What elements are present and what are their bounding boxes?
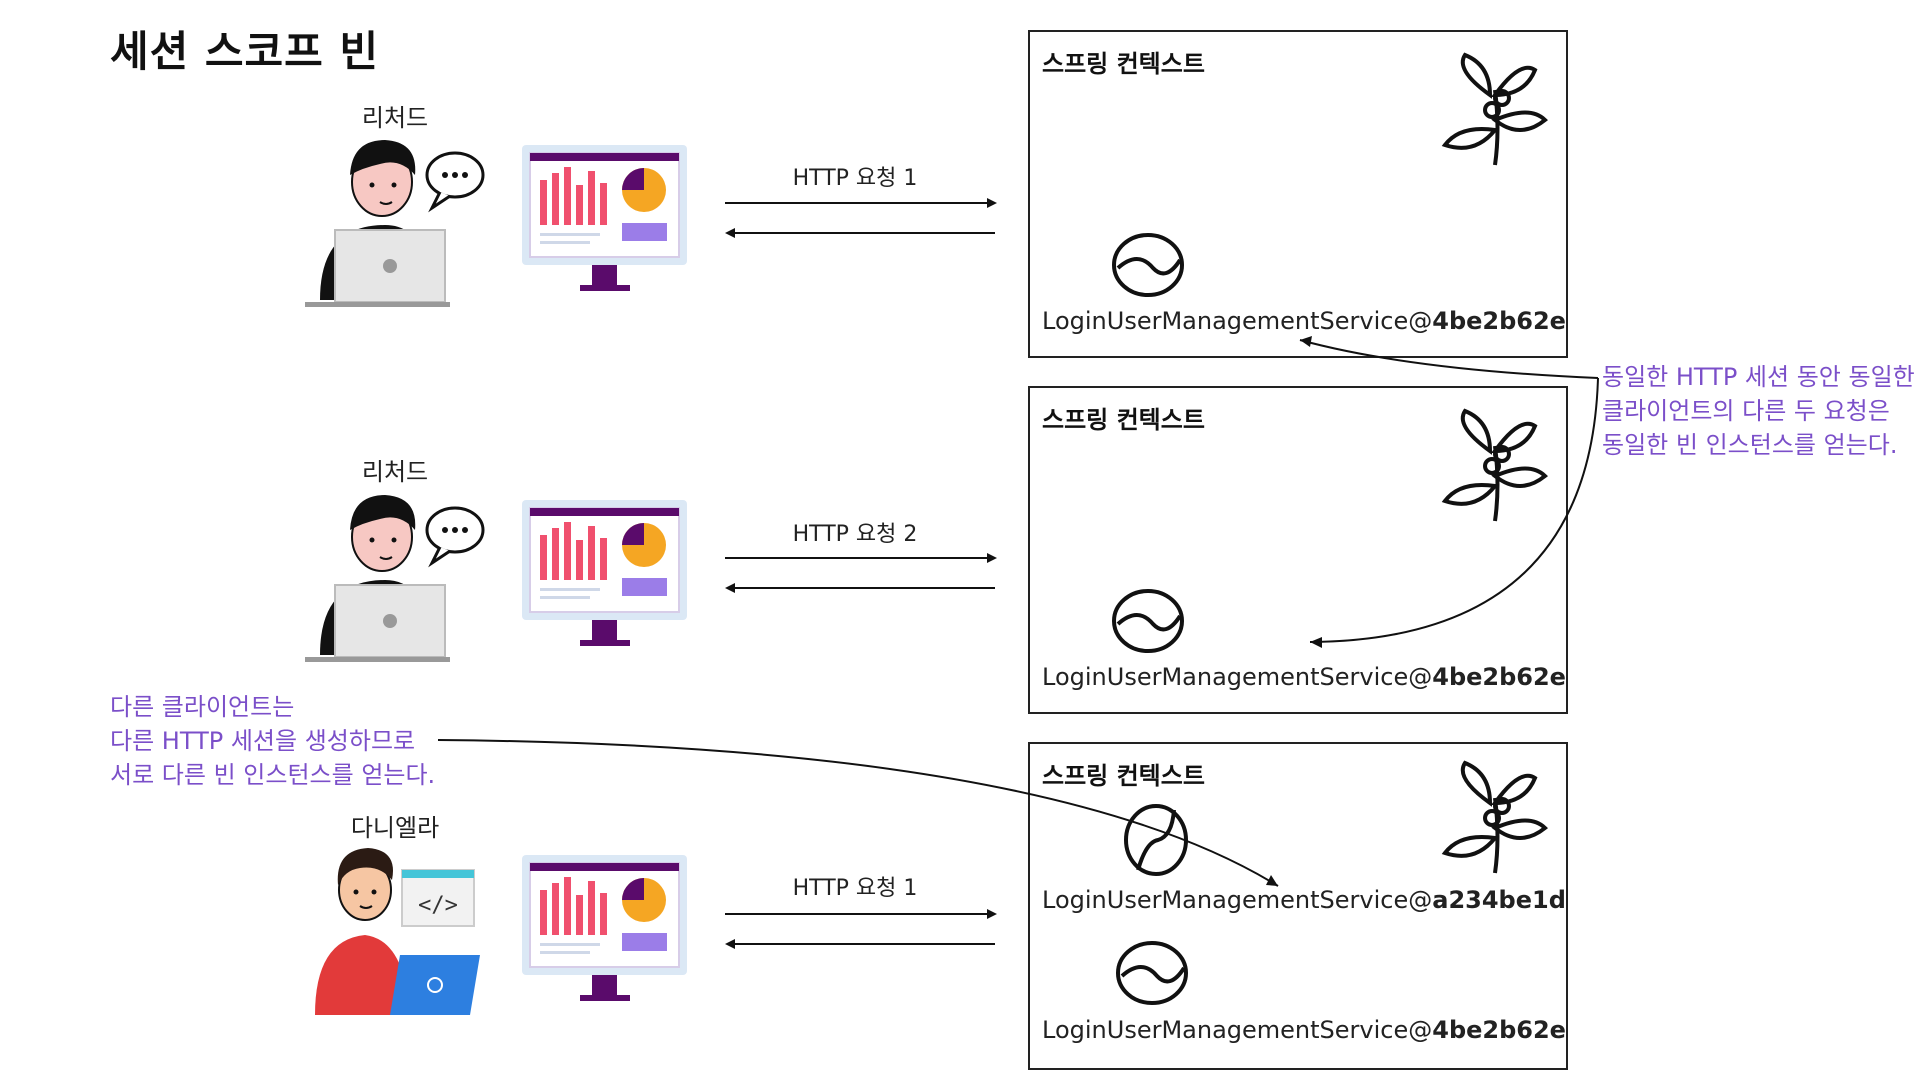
person-thinking-icon [305,495,485,662]
note-different-client: 다른 클라이언트는 다른 HTTP 세션을 생성하므로 서로 다른 빈 인스턴스… [110,690,435,792]
person-thinking-icon [305,140,485,307]
note-line: 다른 HTTP 세션을 생성하므로 [110,727,416,755]
person-label-2: 리처드 [361,458,429,486]
coffee-bean-icon [1112,589,1184,653]
note-line: 클라이언트의 다른 두 요청은 [1602,397,1890,425]
monitor-dashboard-icon [522,145,687,291]
request-arrows-3 [725,909,997,949]
bean-label-3b: LoginUserManagementService@4be2b62e [1042,1016,1566,1044]
person-label-3: 다니엘라 [350,814,440,842]
spring-context-title: 스프링 컨텍스트 [1042,406,1205,434]
note-line: 서로 다른 빈 인스턴스를 얻는다. [110,761,436,789]
request-label-2: HTTP 요청 2 [792,522,918,547]
monitor-dashboard-icon [522,500,687,646]
spring-context-box-1: 스프링 컨텍스트 LoginUserManagementService@4be2… [1028,30,1568,358]
request-arrows-1 [725,198,997,238]
bean-label-3a: LoginUserManagementService@a234be1d [1042,886,1566,914]
bean-label-2: LoginUserManagementService@4be2b62e [1042,663,1566,691]
spring-leaf-icon [1441,408,1548,522]
note-line: 동일한 HTTP 세션 동안 동일한 [1602,363,1915,391]
note-same-client: 동일한 HTTP 세션 동안 동일한 클라이언트의 다른 두 요청은 동일한 빈… [1602,360,1915,462]
person-label-1: 리처드 [361,104,429,132]
request-arrows-2 [725,553,997,593]
page-title: 세션 스코프 빈 [110,27,380,76]
spring-context-title: 스프링 컨텍스트 [1042,762,1205,790]
request-label-1: HTTP 요청 1 [792,166,918,191]
request-label-3: HTTP 요청 1 [792,876,918,901]
developer-icon: </> [315,848,480,1015]
spring-context-box-3: 스프링 컨텍스트 LoginUserManagementService@a234… [1028,742,1568,1070]
svg-text:</>: </> [418,893,458,918]
coffee-bean-icon [1112,233,1184,297]
spring-leaf-icon [1441,760,1548,874]
note-line: 동일한 빈 인스턴스를 얻는다. [1602,431,1898,459]
spring-context-title: 스프링 컨텍스트 [1042,50,1205,78]
bean-label-1: LoginUserManagementService@4be2b62e [1042,307,1566,335]
coffee-bean-icon [1116,941,1188,1005]
monitor-dashboard-icon [522,855,687,1001]
spring-leaf-icon [1441,52,1548,166]
spring-context-box-2: 스프링 컨텍스트 LoginUserManagementService@4be2… [1028,386,1568,714]
note-line: 다른 클라이언트는 [110,693,295,721]
